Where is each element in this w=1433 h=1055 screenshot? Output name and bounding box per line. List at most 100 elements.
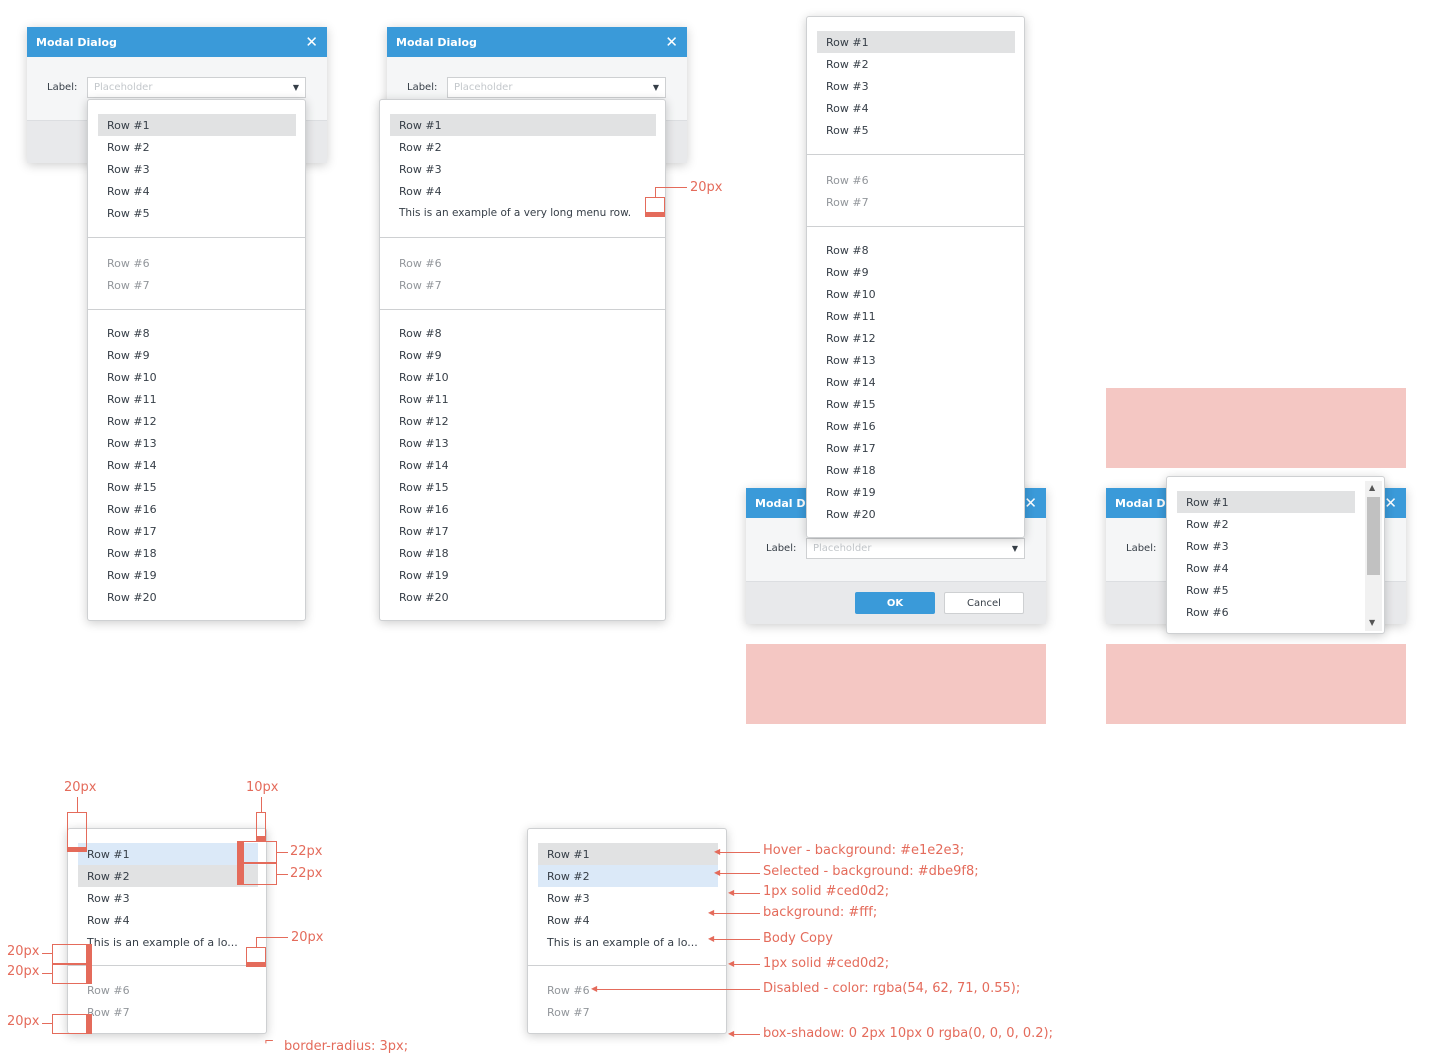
list-item[interactable]: Row #17 <box>107 524 157 538</box>
list-item-selected[interactable]: Row #1 <box>78 843 258 865</box>
list-item[interactable]: Row #14 <box>107 458 157 472</box>
annotation-label: 20px <box>291 930 324 945</box>
list-item[interactable]: Row #1 <box>817 31 1015 53</box>
annotation-label: 20px <box>7 944 40 959</box>
close-icon[interactable]: ✕ <box>1384 493 1397 512</box>
list-item-long[interactable]: This is an example of a very long menu r… <box>399 207 632 219</box>
list-item[interactable]: Row #4 <box>826 101 869 115</box>
list-item[interactable]: Row #19 <box>826 485 876 499</box>
padding-marker-fill <box>67 847 87 852</box>
list-item[interactable]: Row #4 <box>399 184 442 198</box>
list-item[interactable]: Row #15 <box>399 480 449 494</box>
list-item[interactable]: Row #9 <box>826 265 869 279</box>
close-icon[interactable]: ✕ <box>305 32 318 51</box>
chevron-up-icon[interactable]: ▲ <box>1369 483 1376 492</box>
placeholder-block <box>746 644 1046 724</box>
list-item[interactable]: Row #10 <box>107 370 157 384</box>
list-item[interactable]: Row #5 <box>826 123 869 137</box>
annotation-label: 1px solid #ced0d2; <box>763 884 890 899</box>
list-item[interactable]: Row #16 <box>826 419 876 433</box>
list-item[interactable]: Row #16 <box>107 502 157 516</box>
list-item[interactable]: Row #20 <box>399 590 449 604</box>
list-item[interactable]: Row #3 <box>826 79 869 93</box>
list-item[interactable]: Row #12 <box>107 414 157 428</box>
list-item[interactable]: Row #3 <box>87 891 130 905</box>
modal-body: Label: <box>1106 518 1406 581</box>
list-item[interactable]: Row #1 <box>390 114 656 136</box>
list-item[interactable]: Row #17 <box>826 441 876 455</box>
close-icon[interactable]: ✕ <box>665 32 678 51</box>
list-item[interactable]: Row #20 <box>107 590 157 604</box>
list-item[interactable]: Row #2 <box>826 57 869 71</box>
list-item[interactable]: Row #18 <box>399 546 449 560</box>
list-item[interactable]: Row #16 <box>399 502 449 516</box>
list-item[interactable]: Row #18 <box>107 546 157 560</box>
list-item[interactable]: This is an example of a lo... <box>547 935 698 949</box>
list-item[interactable]: Row #2 <box>399 140 442 154</box>
list-item[interactable]: Row #9 <box>107 348 150 362</box>
list-item[interactable]: Row #4 <box>107 184 150 198</box>
list-item[interactable]: Row #4 <box>87 913 130 927</box>
list-item[interactable]: Row #15 <box>826 397 876 411</box>
spec-menu-styles: Row #1 Row #2 Row #3 Row #4 This is an e… <box>527 828 727 1034</box>
list-item[interactable]: Row #2 <box>107 140 150 154</box>
list-item[interactable]: Row #11 <box>107 392 157 406</box>
list-item[interactable]: Row #18 <box>826 463 876 477</box>
list-item[interactable]: Row #19 <box>399 568 449 582</box>
annotation-label: Selected - background: #dbe9f8; <box>763 864 979 879</box>
list-item[interactable]: Row #1 <box>1177 491 1355 513</box>
menu-separator <box>380 309 665 310</box>
list-item[interactable]: This is an example of a lo... <box>87 935 238 949</box>
list-item[interactable]: Row #15 <box>107 480 157 494</box>
ok-button[interactable]: OK <box>855 592 935 614</box>
list-item[interactable]: Row #1 <box>98 114 296 136</box>
list-item-hover[interactable]: Row #1 <box>538 843 718 865</box>
annotation-leader <box>277 852 288 853</box>
select-field[interactable]: Placeholder ▼ <box>447 77 666 98</box>
list-item-hover[interactable]: Row #2 <box>78 865 258 887</box>
list-item[interactable]: Row #2 <box>1186 517 1229 531</box>
list-item[interactable]: Row #6 <box>1186 605 1229 619</box>
cancel-button[interactable]: Cancel <box>944 592 1024 614</box>
list-item[interactable]: Row #12 <box>826 331 876 345</box>
list-item[interactable]: Row #17 <box>399 524 449 538</box>
menu-separator <box>88 309 305 310</box>
list-item[interactable]: Row #20 <box>826 507 876 521</box>
scrollbar[interactable]: ▲ ▼ <box>1365 481 1382 631</box>
list-item[interactable]: Row #13 <box>107 436 157 450</box>
list-item[interactable]: Row #13 <box>826 353 876 367</box>
caret-down-icon: ▼ <box>1011 544 1018 553</box>
list-item-selected[interactable]: Row #2 <box>538 865 718 887</box>
select-field[interactable]: Placeholder ▼ <box>87 77 306 98</box>
list-item[interactable]: Row #11 <box>399 392 449 406</box>
close-icon[interactable]: ✕ <box>1024 493 1037 512</box>
list-item[interactable]: Row #19 <box>107 568 157 582</box>
list-item[interactable]: Row #13 <box>399 436 449 450</box>
list-item-disabled: Row #6 <box>87 983 130 997</box>
select-field[interactable]: Placeholder ▼ <box>806 538 1025 559</box>
list-item[interactable]: Row #8 <box>399 326 442 340</box>
list-item[interactable]: Row #3 <box>107 162 150 176</box>
list-item[interactable]: Row #4 <box>1186 561 1229 575</box>
list-item[interactable]: Row #5 <box>107 206 150 220</box>
list-item[interactable]: Row #8 <box>107 326 150 340</box>
chevron-down-icon[interactable]: ▼ <box>1369 618 1376 627</box>
list-item[interactable]: Row #5 <box>1186 583 1229 597</box>
list-item[interactable]: Row #9 <box>399 348 442 362</box>
modal-title: Modal Dialog <box>36 35 117 49</box>
list-item[interactable]: Row #4 <box>547 913 590 927</box>
list-item[interactable]: Row #10 <box>399 370 449 384</box>
list-item[interactable]: Row #3 <box>1186 539 1229 553</box>
menu-separator <box>528 965 726 966</box>
list-item[interactable]: Row #3 <box>399 162 442 176</box>
annotation-label: Hover - background: #e1e2e3; <box>763 843 965 858</box>
list-item[interactable]: Row #8 <box>826 243 869 257</box>
list-item[interactable]: Row #14 <box>399 458 449 472</box>
list-item[interactable]: Row #11 <box>826 309 876 323</box>
list-item[interactable]: Row #12 <box>399 414 449 428</box>
list-item[interactable]: Row #10 <box>826 287 876 301</box>
list-item-disabled: Row #6 <box>107 256 150 270</box>
scrollbar-thumb[interactable] <box>1367 497 1380 575</box>
list-item[interactable]: Row #14 <box>826 375 876 389</box>
list-item[interactable]: Row #3 <box>547 891 590 905</box>
